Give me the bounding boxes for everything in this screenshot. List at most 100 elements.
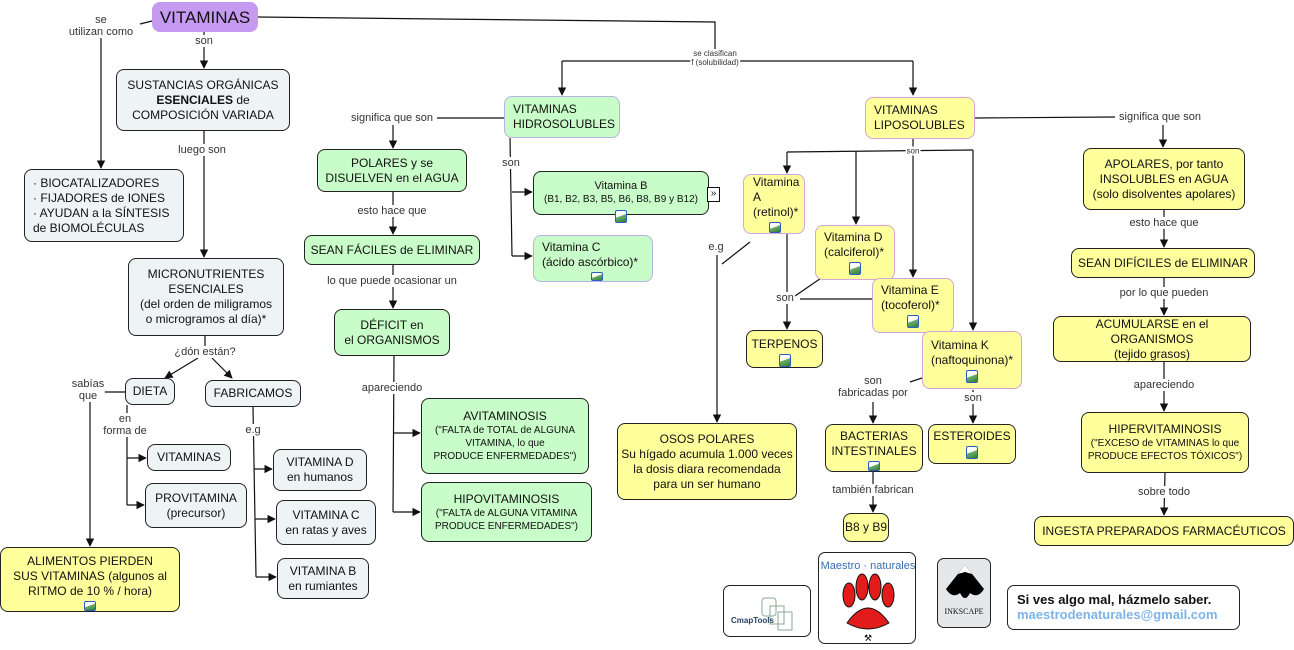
link-son-esteroides: son (963, 392, 983, 404)
link-apareciendo-lipo: apareciendo (1132, 379, 1196, 391)
node-hidrosolubles[interactable]: VITAMINAS HIDROSOLUBLES (504, 96, 620, 138)
image-icon[interactable] (966, 446, 978, 459)
node-vitamina-d[interactable]: Vitamina D (calciferol)* (815, 225, 895, 280)
node-title: HIPERVITAMINOSIS (1108, 422, 1222, 436)
link-se-utilizan-como: se utilizan como (67, 14, 135, 38)
node-esteroides[interactable]: ESTEROIDES (928, 424, 1016, 464)
node-deficit[interactable]: DÉFICIT en el ORGANISMOS (334, 309, 450, 356)
link-son-lipo: son (905, 146, 921, 156)
link-significa-que-son-lipo: significa que son (1118, 111, 1202, 123)
node-text: TERPENOS (751, 337, 818, 351)
link-don-estan: ¿dón están? (173, 346, 237, 358)
node-text: ESTEROIDES (933, 429, 1011, 443)
image-icon[interactable] (84, 601, 96, 611)
link-significa-que-son: significa que son (350, 112, 434, 124)
double-chevron-right-icon[interactable]: » (707, 187, 720, 202)
link-son-fabricadas-por: son fabricadas por (837, 375, 909, 399)
node-avitaminosis[interactable]: AVITAMINOSIS ("FALTA de TOTAL de ALGUNA V… (421, 398, 589, 474)
node-text: SUSTANCIAS ORGÁNICAS (127, 78, 279, 92)
node-fabricamos[interactable]: FABRICAMOS (205, 380, 301, 407)
contact-box: Si ves algo mal, házmelo saber. maestrod… (1007, 585, 1240, 630)
link-esto-hace-que-lipo: esto hace que (1128, 217, 1200, 229)
node-desc: (B1, B2, B3, B5, B6, B8, B9 y B12) (544, 194, 698, 205)
node-micronutrientes[interactable]: MICRONUTRIENTES ESENCIALES (del orden de… (128, 258, 284, 336)
cmaptools-graphic-icon (761, 597, 793, 631)
link-esto-hace-que: esto hace que (356, 205, 428, 217)
node-vitamina-a[interactable]: Vitamina A (retinol)* (743, 174, 805, 234)
node-bacterias[interactable]: BACTERIAS INTESTINALES (825, 424, 923, 472)
link-sobre-todo: sobre todo (1137, 486, 1191, 498)
node-alimentos[interactable]: ALIMENTOS PIERDEN SUS VITAMINAS (algunos… (0, 547, 180, 612)
link-son: son (194, 35, 214, 47)
node-liposolubles[interactable]: VITAMINAS LIPOSOLUBLES (865, 97, 975, 139)
maestro-de-naturales-logo: Maestro · naturales ⚒ (818, 552, 916, 644)
node-dificiles-eliminar[interactable]: SEAN DIFÍCILES de ELIMINAR (1071, 248, 1255, 278)
node-vitamina-d-humanos[interactable]: VITAMINA D en humanos (273, 449, 367, 491)
contact-text: Si ves algo mal, házmelo saber. (1017, 592, 1212, 607)
link-son-terpenos: son (775, 292, 795, 304)
node-vitaminas[interactable]: VITAMINAS (152, 2, 258, 32)
node-title: AVITAMINOSIS (463, 409, 547, 423)
node-text: ALIMENTOS PIERDEN SUS VITAMINAS (algunos… (13, 554, 167, 598)
link-eg-vitamina-a: e.g (707, 241, 725, 253)
node-vitaminas-dieta[interactable]: VITAMINAS (147, 444, 231, 471)
link-en-forma-de: en forma de (102, 413, 148, 437)
node-apolares[interactable]: APOLARES, por tanto INSOLUBLES en AGUA (… (1083, 148, 1245, 210)
image-icon[interactable] (966, 369, 978, 383)
node-text: Vitamina C (ácido ascórbico)* (542, 240, 639, 269)
node-faciles-eliminar[interactable]: SEAN FÁCILES de ELIMINAR (304, 235, 480, 265)
node-title: HIPOVITAMINOSIS (453, 491, 560, 506)
node-vitamina-c-ratas[interactable]: VITAMINA C en ratas y aves (276, 500, 376, 545)
link-luego-son: luego son (177, 144, 227, 156)
node-desc: ("EXCESO de VITAMINAS lo que PRODUCE EFE… (1087, 438, 1243, 462)
node-acumularse[interactable]: ACUMULARSE en el ORGANISMOS (tejido gras… (1053, 316, 1251, 362)
node-ingesta[interactable]: INGESTA PREPARADOS FARMACÉUTICOS (1034, 516, 1294, 546)
inkscape-label: INKSCAPE (944, 607, 984, 616)
node-text: Vitamina D (calciferol)* (824, 230, 885, 259)
node-hipovitaminosis[interactable]: HIPOVITAMINOSIS("FALTA de ALGUNA VITAMIN… (421, 482, 592, 542)
link-apareciendo: apareciendo (360, 382, 424, 394)
image-icon[interactable] (849, 262, 861, 275)
node-dieta[interactable]: DIETA (125, 378, 175, 405)
node-polares[interactable]: POLARES y se DISUELVEN en el AGUA (317, 149, 467, 192)
link-se-clasifican: se clasifican f (solubilidad) (690, 49, 740, 67)
node-osos-polares[interactable]: OSOS POLARES Su hígado acumula 1.000 vec… (617, 423, 797, 500)
image-icon[interactable] (768, 222, 781, 233)
image-icon[interactable] (868, 461, 880, 471)
node-provitamina[interactable]: PROVITAMINA (precursor) (145, 483, 247, 528)
node-vitamina-b[interactable]: Vitamina B(B1, B2, B3, B5, B6, B8, B9 y … (533, 171, 709, 223)
node-hipervitaminosis[interactable]: HIPERVITAMINOSIS ("EXCESO de VITAMINAS lo… (1081, 412, 1249, 473)
node-desc: ("FALTA de ALGUNA VITAMINA PRODUCE ENFER… (434, 507, 578, 532)
node-biocatalizadores[interactable]: · BIOCATALIZADORES · FIJADORES de IONES … (24, 169, 184, 242)
link-por-lo-que-pueden: por lo que pueden (1118, 287, 1210, 299)
node-b8-b9[interactable]: B8 y B9 (843, 513, 889, 542)
link-tambien-fabrican: también fabrican (831, 484, 915, 496)
contact-email-link[interactable]: maestrodenaturales@gmail.com (1017, 607, 1218, 622)
node-vitamina-c[interactable]: Vitamina C (ácido ascórbico)* (533, 235, 653, 282)
paw-icon: Maestro · naturales ⚒ (821, 560, 916, 643)
node-vitamina-e[interactable]: Vitamina E (tocoferol)* (872, 278, 954, 333)
cmaptools-logo: CmapTools (723, 585, 811, 637)
image-icon[interactable] (591, 272, 603, 281)
node-text: de (233, 93, 250, 107)
node-vitamina-b-rumiantes[interactable]: VITAMINA B en rumiantes (277, 558, 369, 599)
node-text: Vitamina E (tocoferol)* (881, 283, 940, 312)
node-terpenos[interactable]: TERPENOS (746, 330, 823, 368)
node-text: COMPOSICIÓN VARIADA (132, 108, 274, 122)
image-icon[interactable] (778, 354, 791, 367)
image-icon[interactable] (907, 315, 919, 328)
image-icon[interactable] (615, 210, 627, 223)
inkscape-mountain-icon (946, 565, 984, 598)
svg-text:⚒: ⚒ (864, 633, 872, 643)
inkscape-logo: INKSCAPE (937, 558, 991, 628)
link-lo-que-puede: lo que puede ocasionar un (326, 275, 458, 287)
link-eg: e.g (244, 424, 262, 436)
node-text: BACTERIAS INTESTINALES (831, 429, 917, 458)
cmaptools-label: CmapTools (731, 616, 774, 625)
link-son-hidro: son (501, 157, 521, 169)
node-text-bold: ESENCIALES (156, 93, 233, 107)
node-text: Vitamina A (retinol)* (753, 175, 800, 219)
node-vitamina-k[interactable]: Vitamina K (naftoquinona)* (922, 331, 1022, 389)
node-desc: ("FALTA de TOTAL de ALGUNA VITAMINA, lo … (433, 425, 577, 462)
